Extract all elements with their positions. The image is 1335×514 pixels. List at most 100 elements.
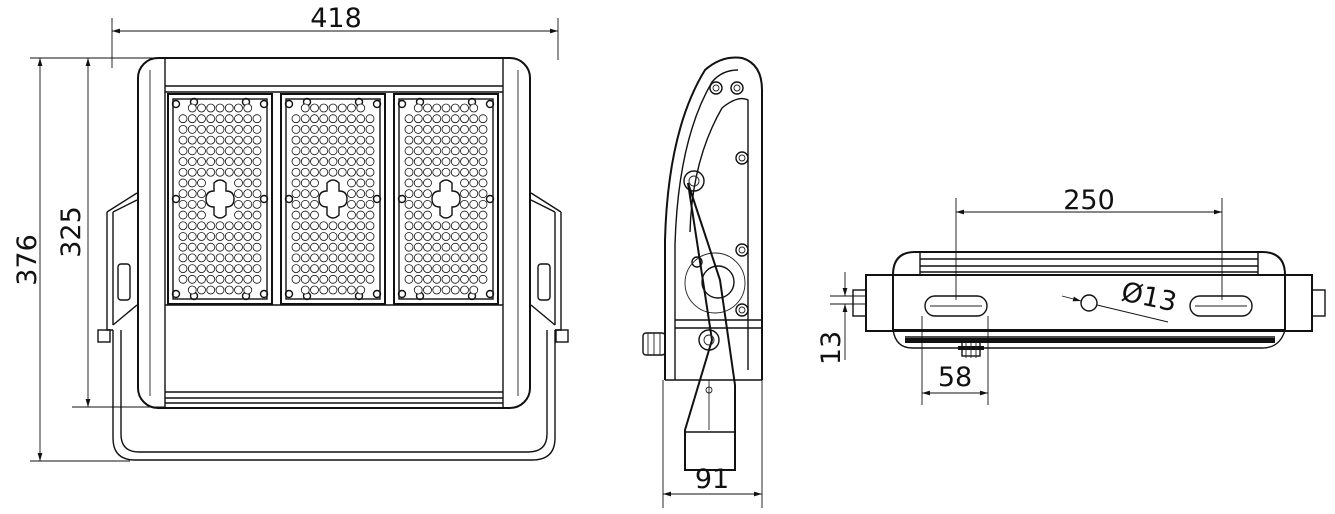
led-dot xyxy=(300,167,310,177)
led-dot xyxy=(337,264,347,273)
led-dot xyxy=(423,253,432,263)
screw-icon xyxy=(372,99,382,109)
led-dot xyxy=(413,103,423,113)
led-dot xyxy=(356,146,366,156)
screw-icon xyxy=(485,289,495,299)
screw-icon xyxy=(171,289,181,299)
led-dot xyxy=(450,103,460,113)
dim-slot-spacing-label: 250 xyxy=(1063,185,1115,216)
led-dot xyxy=(469,157,479,166)
led-dot xyxy=(356,285,366,295)
led-dot xyxy=(441,274,451,284)
led-dot xyxy=(234,264,243,273)
led-dot xyxy=(347,232,356,241)
led-dot xyxy=(365,114,375,124)
led-dot xyxy=(469,210,479,220)
led-dot xyxy=(197,210,206,220)
led-dot xyxy=(441,253,451,263)
led-dot xyxy=(328,167,338,177)
led-dot xyxy=(423,285,432,295)
led-dot xyxy=(243,221,253,231)
led-dot xyxy=(206,167,216,177)
led-dot xyxy=(347,157,356,166)
led-dot xyxy=(252,253,262,263)
dim-offset-label: 13 xyxy=(816,331,847,365)
led-dot xyxy=(234,146,243,156)
led-dot xyxy=(243,242,253,252)
led-dot xyxy=(243,135,253,145)
led-dot xyxy=(328,232,338,241)
led-dot xyxy=(243,167,253,177)
led-dot xyxy=(291,221,301,231)
led-dot xyxy=(328,285,338,295)
led-dot xyxy=(197,114,206,124)
led-dot xyxy=(423,135,432,145)
led-dot xyxy=(234,135,243,145)
led-dot xyxy=(243,125,253,134)
led-dot xyxy=(404,146,414,156)
led-dot xyxy=(234,274,243,284)
led-dot xyxy=(206,135,216,145)
led-dot xyxy=(310,274,319,284)
led-module-group xyxy=(167,93,499,305)
led-dot xyxy=(404,232,414,241)
led-dot xyxy=(319,264,329,273)
led-dot xyxy=(187,114,197,124)
led-dot xyxy=(178,167,188,177)
led-dot xyxy=(413,253,423,263)
led-dot xyxy=(206,114,216,124)
led-dot xyxy=(215,167,225,177)
led-dot xyxy=(356,157,366,166)
led-dot xyxy=(310,242,319,252)
led-dot xyxy=(432,157,442,166)
led-dot xyxy=(413,157,423,166)
led-dot xyxy=(197,264,206,273)
led-dot xyxy=(224,114,234,124)
led-dot xyxy=(347,242,356,252)
led-dot xyxy=(337,285,347,295)
led-dot xyxy=(319,157,329,166)
screw-icon xyxy=(485,194,495,204)
led-dot xyxy=(413,146,423,156)
led-dot xyxy=(291,210,301,220)
led-dot xyxy=(300,253,310,263)
led-dot xyxy=(337,221,347,231)
led-dot xyxy=(319,285,329,295)
led-dot xyxy=(224,232,234,241)
module-center-cutout xyxy=(318,179,348,219)
led-dot xyxy=(319,125,329,134)
led-dot xyxy=(337,242,347,252)
led-dot xyxy=(328,157,338,166)
led-dot xyxy=(423,178,432,188)
led-dot xyxy=(460,253,469,263)
led-dot xyxy=(215,242,225,252)
led-dot xyxy=(423,232,432,241)
led-dot xyxy=(347,146,356,156)
led-dot xyxy=(460,210,469,220)
led-dot xyxy=(187,125,197,134)
led-dot xyxy=(469,232,479,241)
led-dot xyxy=(469,221,479,231)
led-dot xyxy=(478,221,488,231)
led-dot xyxy=(365,135,375,145)
led-dot xyxy=(478,264,488,273)
led-dot xyxy=(460,285,469,295)
led-dot xyxy=(432,274,442,284)
led-dot xyxy=(300,135,310,145)
led-dot xyxy=(450,274,460,284)
led-dot xyxy=(478,199,488,209)
led-dot xyxy=(441,114,451,124)
led-dot xyxy=(450,221,460,231)
led-dot xyxy=(423,264,432,273)
led-dot xyxy=(224,167,234,177)
led-dot xyxy=(441,146,451,156)
led-dot xyxy=(469,178,479,188)
led-dot xyxy=(224,103,234,113)
led-dot xyxy=(197,285,206,295)
led-dot xyxy=(300,242,310,252)
led-dot xyxy=(310,167,319,177)
led-dot xyxy=(291,232,301,241)
led-dot xyxy=(234,221,243,231)
led-dot xyxy=(206,264,216,273)
led-dot xyxy=(365,242,375,252)
